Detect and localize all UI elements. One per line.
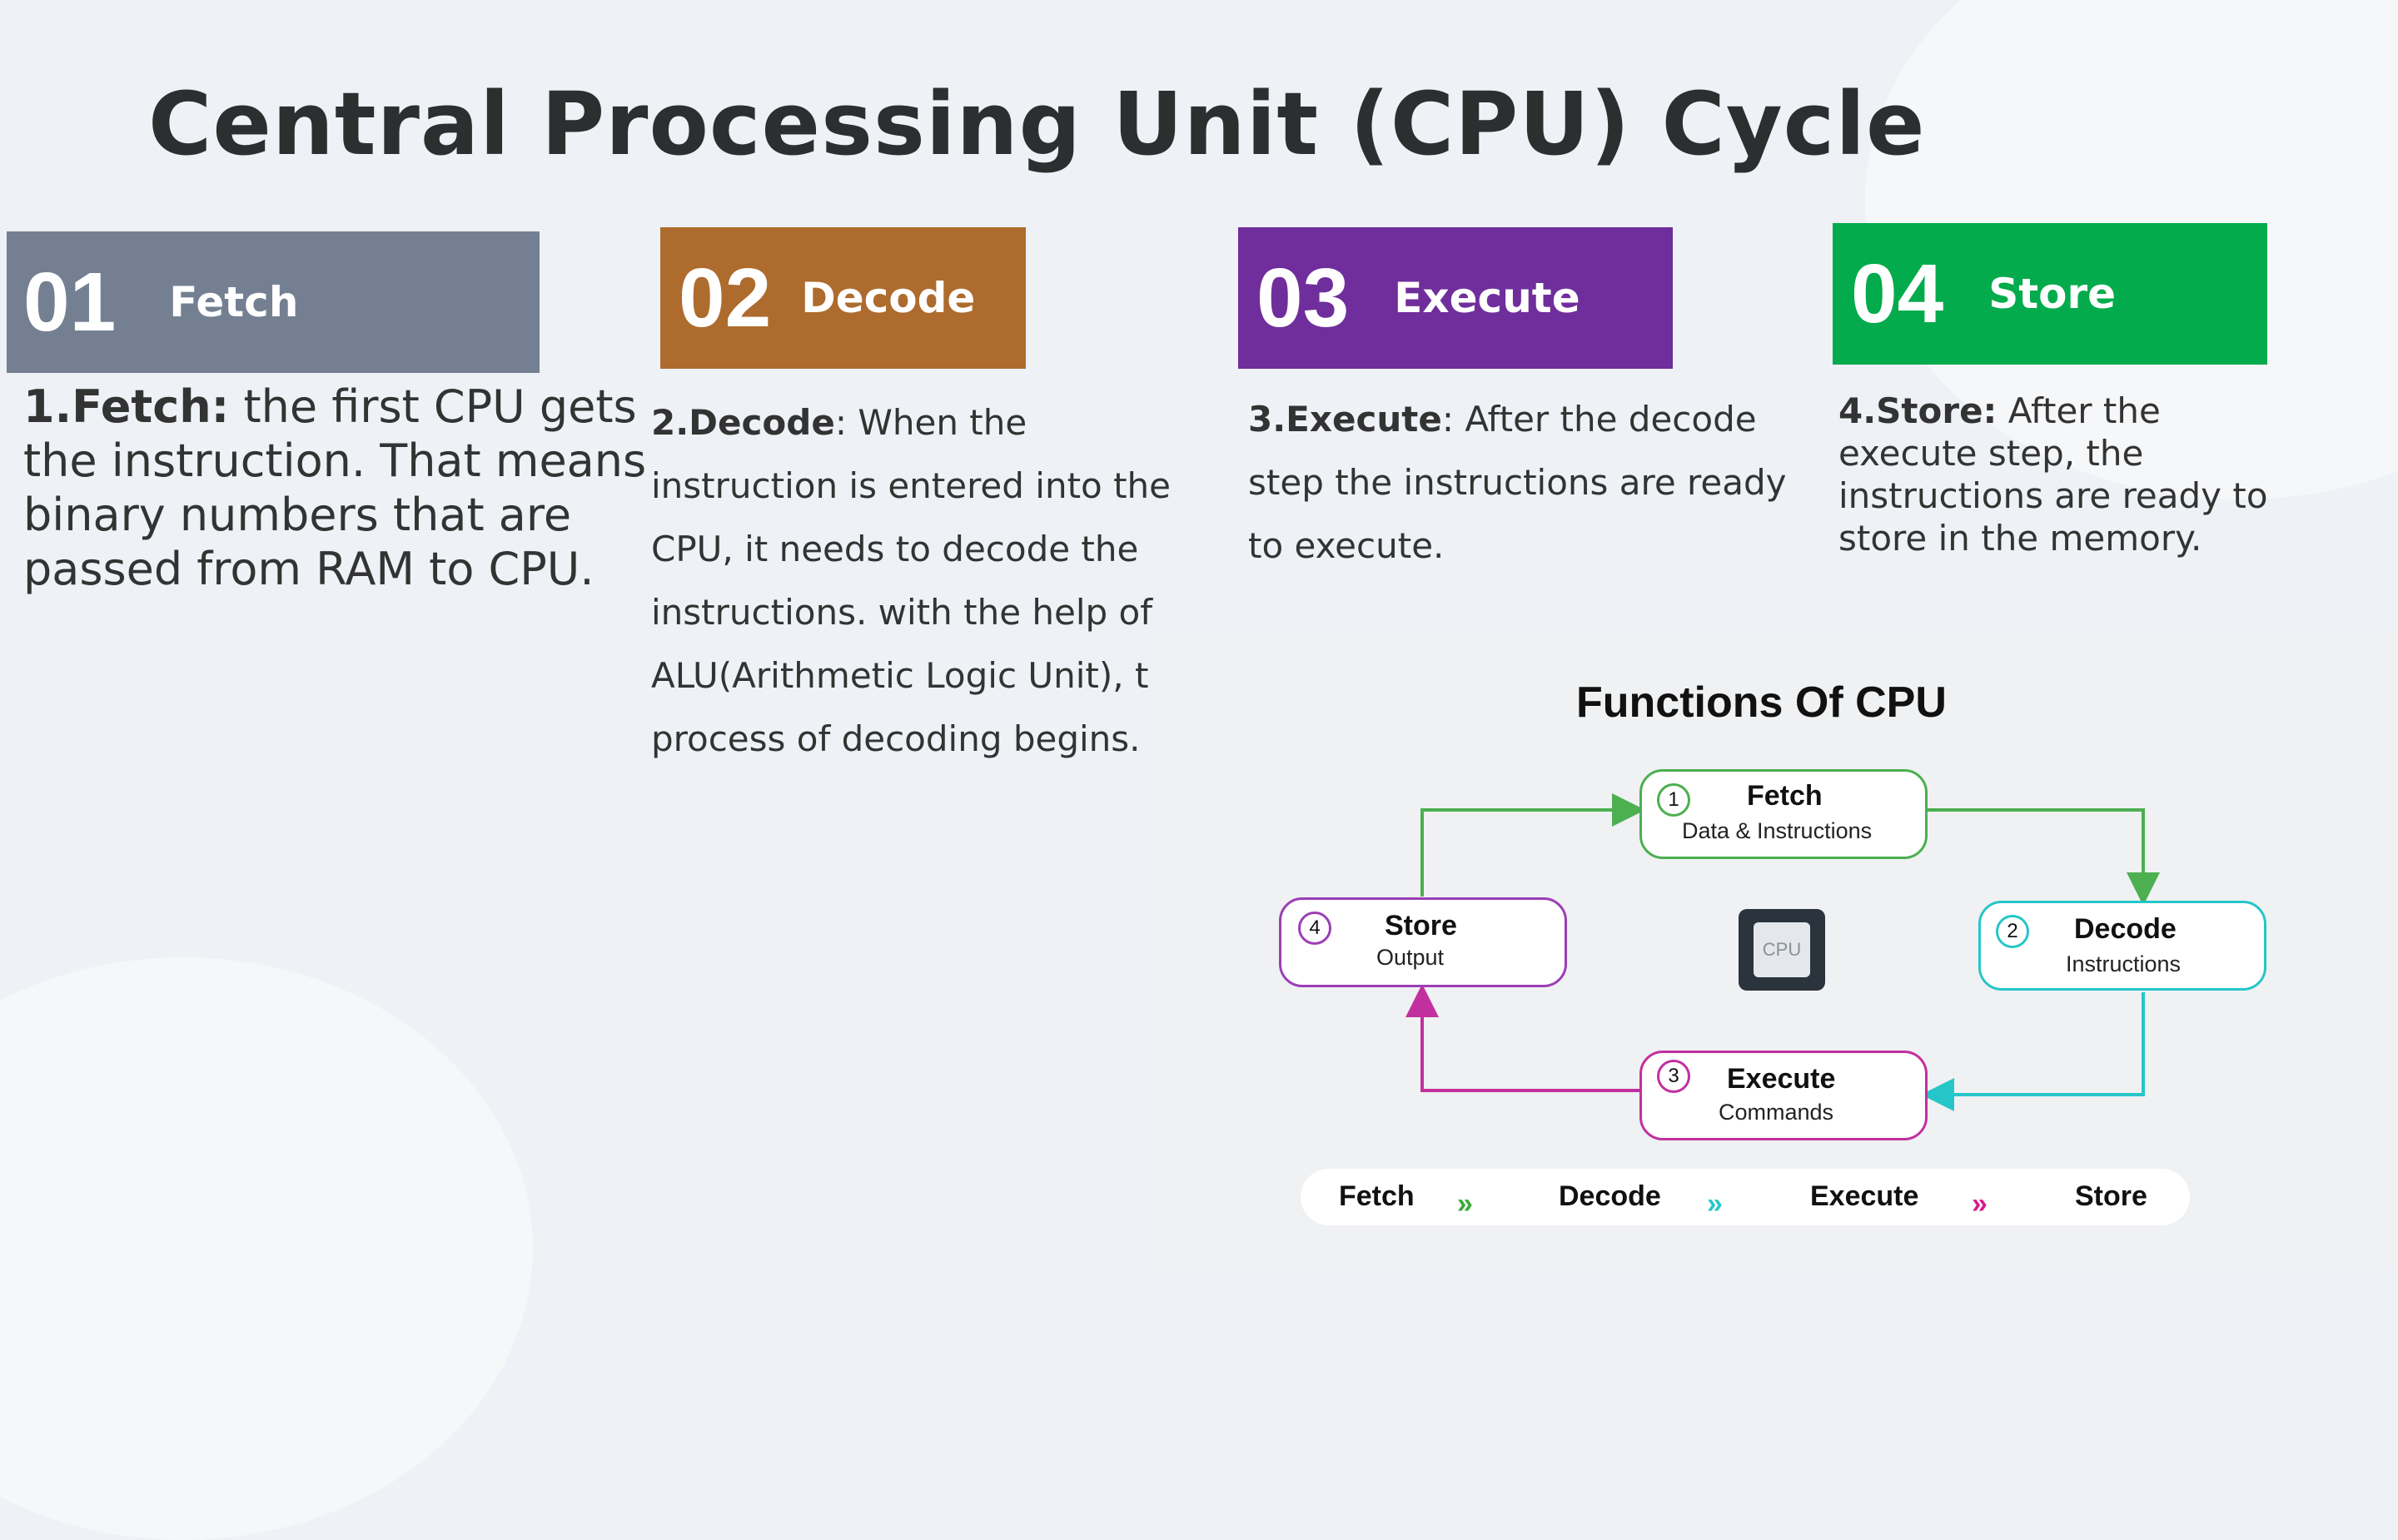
fetch-description: 1.Fetch: the first CPU gets the instruct…: [23, 380, 656, 596]
decode-to-execute-arrow: [1921, 992, 2145, 1111]
step-number: 01: [23, 255, 117, 349]
step-number-badge: 1: [1657, 783, 1690, 817]
node-subtitle: Output: [1376, 945, 1445, 970]
node-title: Decode: [2074, 913, 2177, 945]
cpu-chip-label: CPU: [1754, 922, 1810, 977]
store-node: 4 Store Output: [1279, 897, 1567, 987]
page-title: Central Processing Unit (CPU) Cycle: [148, 73, 1926, 175]
node-title: Fetch: [1747, 780, 1823, 812]
diagram-connectors: [1405, 793, 2160, 1111]
step-execute-header: 03 Execute: [1238, 227, 1673, 369]
store-to-fetch-arrow: [1420, 793, 1645, 897]
execute-description: 3.Execute: After the decode step the ins…: [1248, 388, 1814, 578]
fetch-node: 1 Fetch Data & Instructions: [1639, 769, 1928, 859]
step-name: Fetch: [169, 278, 299, 326]
chevron-right-icon: »: [1457, 1188, 1473, 1220]
node-subtitle: Data & Instructions: [1682, 818, 1873, 843]
description-label: 2.Decode: [651, 402, 835, 443]
chevron-right-icon: »: [1972, 1188, 1988, 1220]
flow-step: Decode: [1559, 1180, 1661, 1212]
step-fetch-header: 01 Fetch: [7, 231, 540, 373]
description-label: 3.Execute: [1248, 399, 1442, 440]
node-title: Execute: [1727, 1063, 1836, 1095]
cpu-functions-diagram: Functions Of CPU 1 Fetch Data & Instruct…: [1149, 634, 2398, 1267]
cpu-chip-icon: CPU: [1739, 909, 1825, 991]
flow-bar: Fetch » Decode » Execute » Store: [1301, 1169, 2190, 1225]
step-number-badge: 3: [1657, 1060, 1690, 1093]
execute-to-store-arrow: [1405, 984, 1640, 1092]
execute-node: 3 Execute Commands: [1639, 1051, 1928, 1140]
description-text: the first CPU gets the instruction. That…: [23, 380, 647, 595]
fetch-to-decode-arrow: [1927, 808, 2160, 906]
chevron-right-icon: »: [1707, 1188, 1723, 1220]
description-text: After the execute step, the instructions…: [1838, 390, 2268, 559]
decode-node: 2 Decode Instructions: [1978, 901, 2266, 991]
flow-step: Store: [2075, 1180, 2147, 1212]
step-decode-header: 02 Decode: [660, 227, 1026, 369]
flow-step: Fetch: [1339, 1180, 1415, 1212]
description-text: : After the decode step the instructions…: [1248, 399, 1787, 566]
description-label: 4.Store:: [1838, 390, 1998, 431]
step-number-badge: 4: [1298, 912, 1331, 945]
node-subtitle: Instructions: [2066, 951, 2182, 976]
decode-description: 2.Decode: When the instruction is entere…: [651, 391, 1184, 771]
step-number: 04: [1851, 246, 1944, 340]
description-label: 1.Fetch:: [23, 380, 230, 433]
step-number: 03: [1256, 251, 1350, 345]
description-text: : When the instruction is entered into t…: [651, 402, 1172, 759]
step-store-header: 04 Store: [1833, 223, 2267, 365]
flow-step: Execute: [1810, 1180, 1919, 1212]
node-subtitle: Commands: [1719, 1100, 1834, 1125]
step-number: 02: [679, 251, 772, 345]
store-description: 4.Store: After the execute step, the ins…: [1838, 390, 2288, 559]
step-number-badge: 2: [1996, 915, 2029, 948]
step-name: Decode: [801, 274, 976, 322]
step-name: Store: [1988, 270, 2117, 318]
diagram-title: Functions Of CPU: [1576, 678, 1947, 727]
step-name: Execute: [1394, 274, 1580, 322]
node-title: Store: [1385, 910, 1457, 941]
